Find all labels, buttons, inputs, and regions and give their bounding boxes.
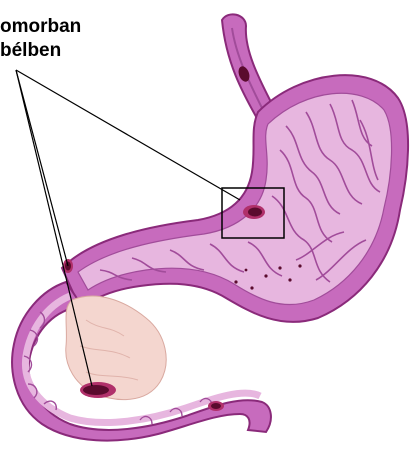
stomach-lining [78,93,392,304]
duodenal-ulcer-lower [80,382,116,398]
pancreas [66,296,166,400]
caption-line-2: bélben [0,40,61,62]
stomach-ulcer [243,205,265,219]
pointer-line-duodenum-upper [16,70,68,266]
pointer-line-stomach [16,70,240,200]
caption-line-1: omorban [0,16,81,38]
duodenal-ulcer-distal [208,401,224,411]
